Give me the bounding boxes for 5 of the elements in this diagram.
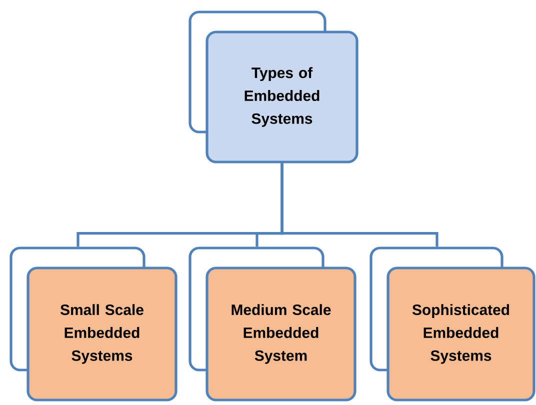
category-box: Types of Embedded Systems <box>188 10 358 164</box>
type-box: Small Scale Embedded Systems <box>10 246 178 402</box>
connector-line <box>280 163 438 247</box>
type-box: Medium Scale Embedded System <box>188 246 356 402</box>
type-box: Sophisticated Embedded Systems <box>370 246 536 402</box>
